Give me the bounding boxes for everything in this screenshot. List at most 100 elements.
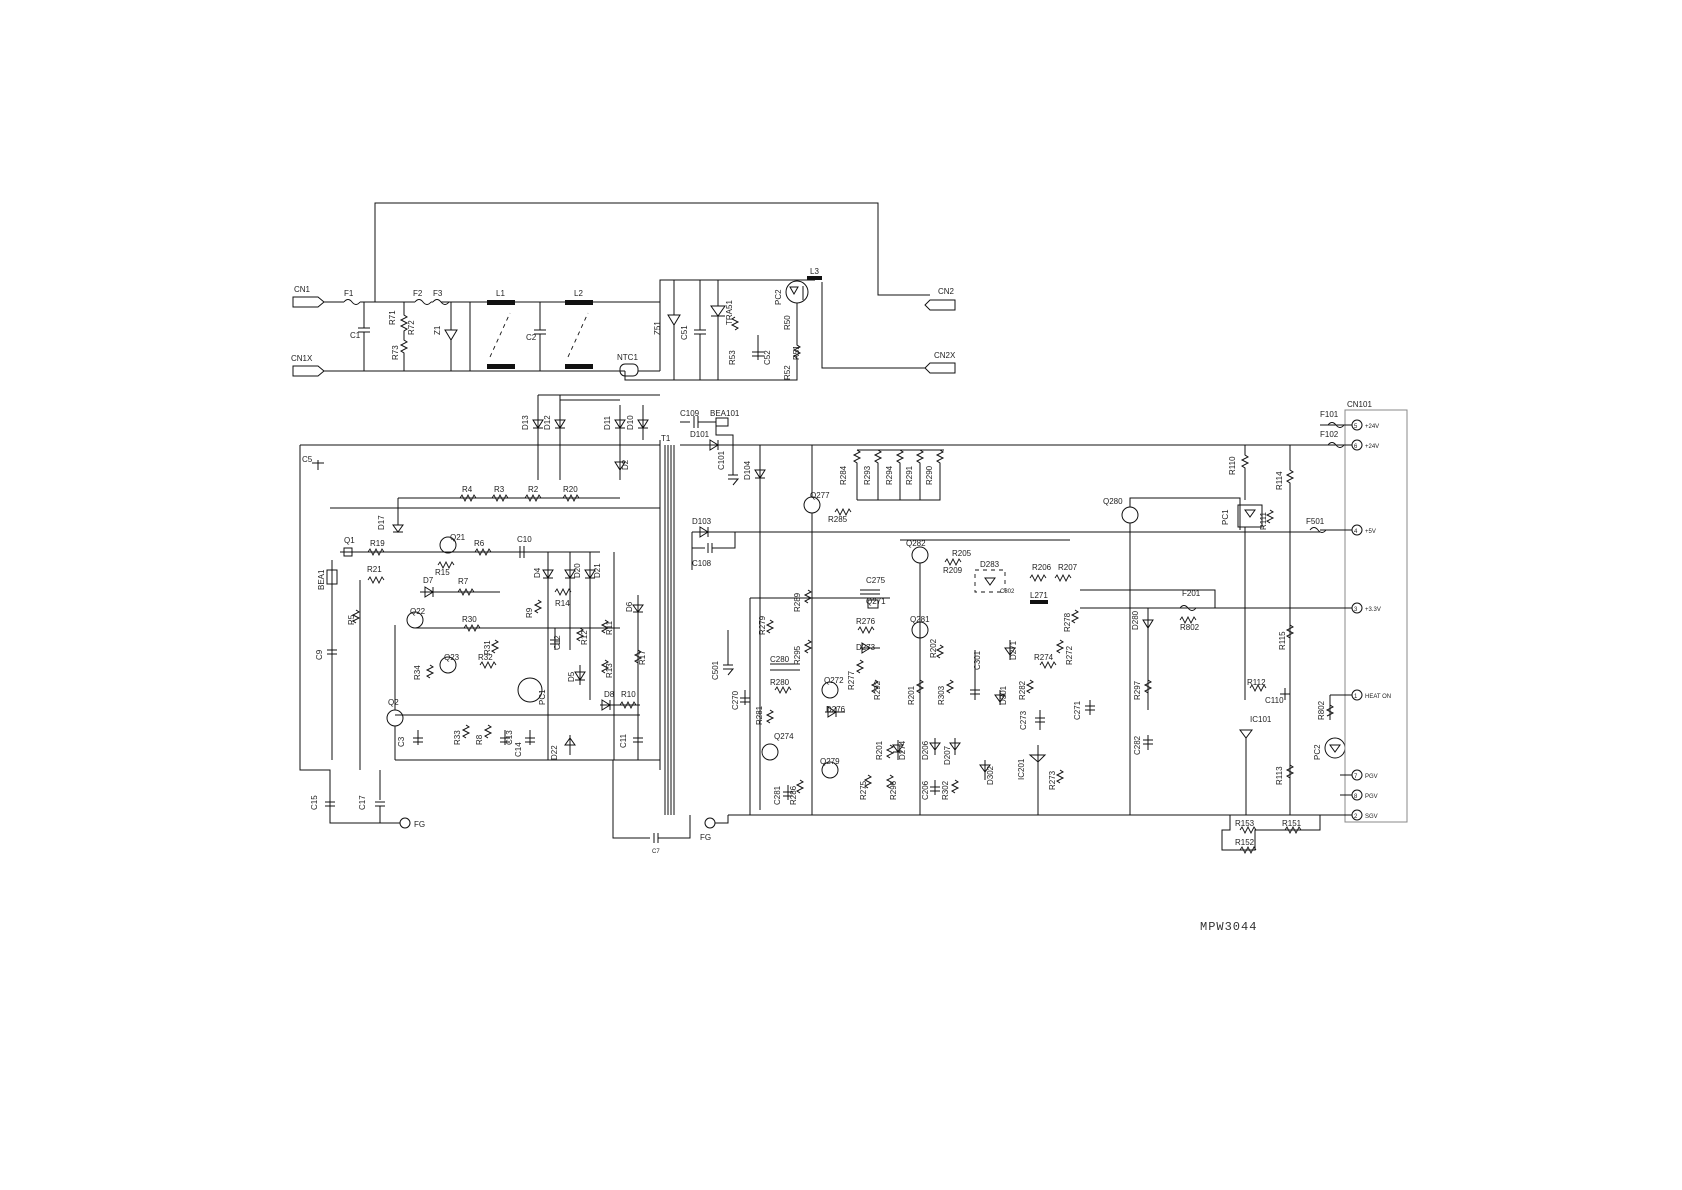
svg-text:R272: R272 [1065,645,1074,665]
svg-text:R7: R7 [458,577,469,586]
svg-text:R273: R273 [1048,770,1057,790]
svg-text:R286: R286 [789,785,798,805]
svg-text:D283: D283 [980,560,1000,569]
pin-label: HEAT ON [1365,694,1391,700]
svg-text:D2: D2 [621,459,630,470]
svg-text:R153: R153 [1235,819,1255,828]
svg-text:R279: R279 [758,615,767,635]
svg-text:R33: R33 [453,730,462,745]
svg-text:L271: L271 [1030,591,1048,600]
svg-text:R17: R17 [638,650,647,665]
svg-text:R205: R205 [952,549,972,558]
svg-text:R12: R12 [580,630,589,645]
svg-text:R21: R21 [367,565,382,574]
svg-text:R276: R276 [856,617,876,626]
svg-text:D273: D273 [856,643,876,652]
svg-text:R13: R13 [605,663,614,678]
svg-text:R73: R73 [391,345,400,360]
svg-text:D5: D5 [567,671,576,682]
f1-fuse [343,299,361,305]
cn1x-terminal [292,365,325,377]
cn101-box [1344,409,1408,823]
pin-label: +24V [1365,424,1379,430]
pin-number: 6 [1354,444,1358,450]
svg-text:R281: R281 [755,705,764,725]
svg-text:R10: R10 [621,690,636,699]
svg-text:R34: R34 [413,665,422,680]
svg-text:C13: C13 [505,730,514,745]
svg-text:C280: C280 [770,655,790,664]
cn1x-label: CN1X [291,354,313,363]
svg-text:C271: C271 [1073,700,1082,720]
svg-text:Q282: Q282 [906,539,926,548]
svg-text:R302: R302 [941,780,950,800]
svg-text:F101: F101 [1320,410,1339,419]
svg-text:R72: R72 [407,320,416,335]
svg-text:C109: C109 [680,409,700,418]
svg-text:R52: R52 [783,365,792,380]
svg-text:R50: R50 [783,315,792,330]
pin-number: 2 [1354,814,1358,820]
svg-text:R8: R8 [475,734,484,745]
svg-text:D7: D7 [423,576,434,585]
svg-text:D274: D274 [898,740,907,760]
svg-text:PC1: PC1 [538,689,547,705]
fg-label-1: FG [414,820,425,829]
svg-text:BEA101: BEA101 [710,409,740,418]
svg-text:C110: C110 [1265,696,1284,705]
svg-text:R282: R282 [1018,680,1027,700]
svg-text:R31: R31 [483,640,492,655]
svg-text:R14: R14 [555,599,570,608]
svg-text:C273: C273 [1019,710,1028,730]
secondary-section: C109 BEA101 D101 C101 D104 D103 C108 R28… [680,409,1346,855]
svg-text:R206: R206 [1032,563,1052,572]
svg-text:R32: R32 [478,653,493,662]
svg-text:R112: R112 [1247,678,1266,687]
svg-text:PC2: PC2 [774,289,783,305]
svg-text:R71: R71 [388,310,397,325]
cn101-pin-8: 8 PGV [1340,789,1378,801]
svg-text:L3: L3 [810,267,819,276]
pin-label: +5V [1365,529,1376,535]
svg-text:Z51: Z51 [653,321,662,335]
svg-text:C108: C108 [692,559,712,568]
cn101-pin-5: 5 +24V [1340,419,1379,431]
svg-text:Q23: Q23 [444,653,460,662]
svg-text:L1: L1 [496,289,505,298]
svg-text:R292: R292 [873,680,882,700]
svg-text:Z1: Z1 [433,325,442,335]
svg-text:IC101: IC101 [1250,715,1272,724]
svg-text:C7: C7 [652,849,660,855]
svg-text:R19: R19 [370,539,385,548]
svg-text:R274: R274 [1034,653,1054,662]
svg-text:TRA51: TRA51 [725,300,734,325]
svg-text:R277: R277 [847,670,856,690]
svg-text:F1: F1 [344,289,354,298]
svg-text:R115: R115 [1278,631,1287,650]
svg-text:R285: R285 [828,515,848,524]
svg-text:C10: C10 [517,535,532,544]
svg-text:Q21: Q21 [450,533,466,542]
pin-number: 5 [1354,424,1358,430]
svg-text:R20: R20 [563,485,578,494]
svg-text:C5: C5 [302,455,313,464]
svg-text:R289: R289 [793,592,802,612]
cn101-pin-7: 7 PGV [1340,769,1378,781]
svg-text:T1: T1 [661,434,671,443]
svg-text:C302: C302 [1000,589,1015,595]
svg-text:C281: C281 [773,785,782,805]
svg-text:F201: F201 [1182,589,1201,598]
svg-text:C52: C52 [763,350,772,365]
pin-label: +24V [1365,444,1379,450]
svg-text:R11: R11 [605,620,614,635]
svg-text:R9: R9 [525,607,534,618]
svg-text:R53: R53 [728,350,737,365]
svg-text:R4: R4 [462,485,473,494]
svg-text:C282: C282 [1133,735,1142,755]
svg-text:PC1: PC1 [1221,509,1230,525]
svg-text:R2: R2 [528,485,539,494]
svg-text:Q280: Q280 [1103,497,1123,506]
pin-number: 3 [1354,607,1358,613]
svg-text:C15: C15 [310,795,319,810]
